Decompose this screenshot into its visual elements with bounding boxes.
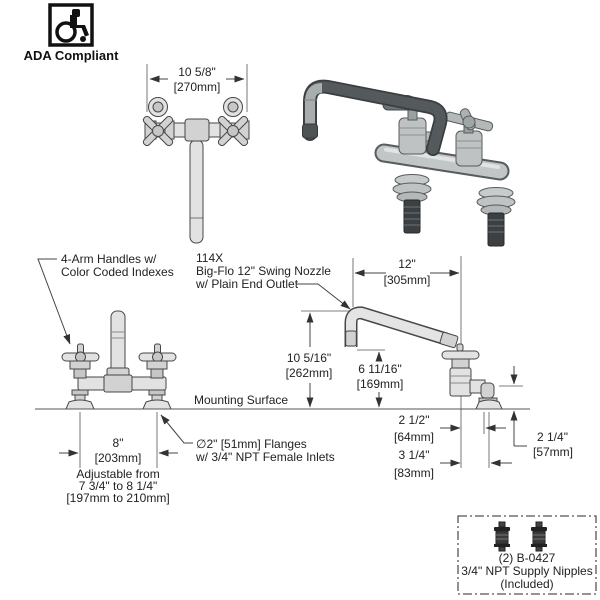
side-elbow [480,382,495,399]
plan-view: 10 5/8" [270mm] [142,64,250,244]
callout-flanges: ∅2" [51mm] Flanges w/ 3/4" NPT Female In… [160,414,335,464]
callout-handles: 4-Arm Handles w/ Color Coded Indexes [37,252,174,345]
dim-nozzle-in: 12" [398,257,416,271]
dim-inlet-mm: [57mm] [533,445,573,459]
side-coupling-nut [439,331,459,349]
callout-handles-line1: 4-Arm Handles w/ [61,252,157,266]
side-handle-bar [441,350,480,360]
dim-inlet-in: 2 1/4" [537,430,568,444]
callout-flanges-line2: w/ 3/4" NPT Female Inlets [195,450,335,464]
front-view [61,310,177,410]
mounting-surface: Mounting Surface [35,393,530,410]
supply-nipples-box: (2) B-0427 3/4" NPT Supply Nipples (Incl… [457,515,597,595]
callout-nozzle-line1: 114X [196,251,223,265]
dim-clear-in: 6 11/16" [358,362,401,376]
callout-nozzle-line2: Big-Flo 12" Swing Nozzle [196,264,331,278]
front-valve-right [138,343,177,410]
dim-height-in: 10 5/16" [287,351,331,365]
cross-handle [142,115,174,147]
callout-nozzle: 114X Big-Flo 12" Swing Nozzle w/ Plain E… [195,251,351,310]
side-view: 12" [305mm] 10 5/16" [262mm] 6 11/16" [1… [286,256,573,480]
side-valve-body [449,367,472,397]
callout-flanges-line1: ∅2" [51mm] Flanges [196,437,307,451]
adjustable-line1: Adjustable from [76,467,159,481]
wheelchair-icon [48,3,94,47]
supply-box-line2: 3/4" NPT Supply Nipples [461,564,592,578]
callout-handles-line2: Color Coded Indexes [61,265,174,279]
phantom-border [457,515,597,595]
render-valve-right [445,108,494,167]
dim-off1-mm: [64mm] [394,430,434,444]
supply-box-line3: (Included) [500,577,553,591]
dim-width-mm: [270mm] [174,80,221,94]
dim-off1-in: 2 1/2" [399,413,430,427]
swivel-hub [184,118,210,142]
handle-cap-inner [152,101,164,113]
dim-off2-mm: [83mm] [394,466,434,480]
render-3d [302,79,516,247]
front-valve-left [61,343,100,410]
dim-off2-in: 3 1/4" [399,448,430,462]
side-flange [475,399,503,410]
side-nozzle [346,307,448,347]
handle-cap-inner [227,101,239,113]
side-bonnet [451,358,470,369]
adjustable-line3: [197mm to 210mm] [66,491,169,505]
dim-centers-mm: [203mm] [95,451,142,465]
ada-label: ADA Compliant [23,48,119,63]
front-riser [110,310,126,378]
leader-line [160,414,193,444]
dim-width-in: 10 5/8" [178,65,216,79]
leader-line [37,258,71,345]
front-center-coupling [103,374,133,393]
supply-nipple-icon [531,521,547,552]
dim-clear-mm: [169mm] [357,377,404,391]
adjustable-line2: 7 3/4" to 8 1/4" [79,479,158,493]
cross-handle [217,115,249,147]
render-supply-left [392,174,432,234]
mounting-label: Mounting Surface [194,393,288,407]
leader-line [296,283,351,310]
ada-compliance-mark: ADA Compliant [16,3,126,63]
dim-centers: 8" [203mm] Adjustable from 7 3/4" to 8 1… [59,412,178,505]
dim-centers-in: 8" [113,436,124,450]
render-body [376,145,508,179]
render-nozzle-leg [305,83,323,132]
callout-nozzle-line3: w/ Plain End Outlet [195,277,299,291]
side-handle-nub [456,343,464,352]
render-nozzle-tip [302,123,318,139]
side-nozzle-tip [345,330,357,347]
plan-nozzle [189,139,204,244]
dim-nozzle-mm: [305mm] [384,273,431,287]
supply-box-line1: (2) B-0427 [499,551,556,565]
supply-nipple-icon [494,521,510,552]
render-supply-right [476,187,516,247]
dim-height-mm: [262mm] [286,366,333,380]
